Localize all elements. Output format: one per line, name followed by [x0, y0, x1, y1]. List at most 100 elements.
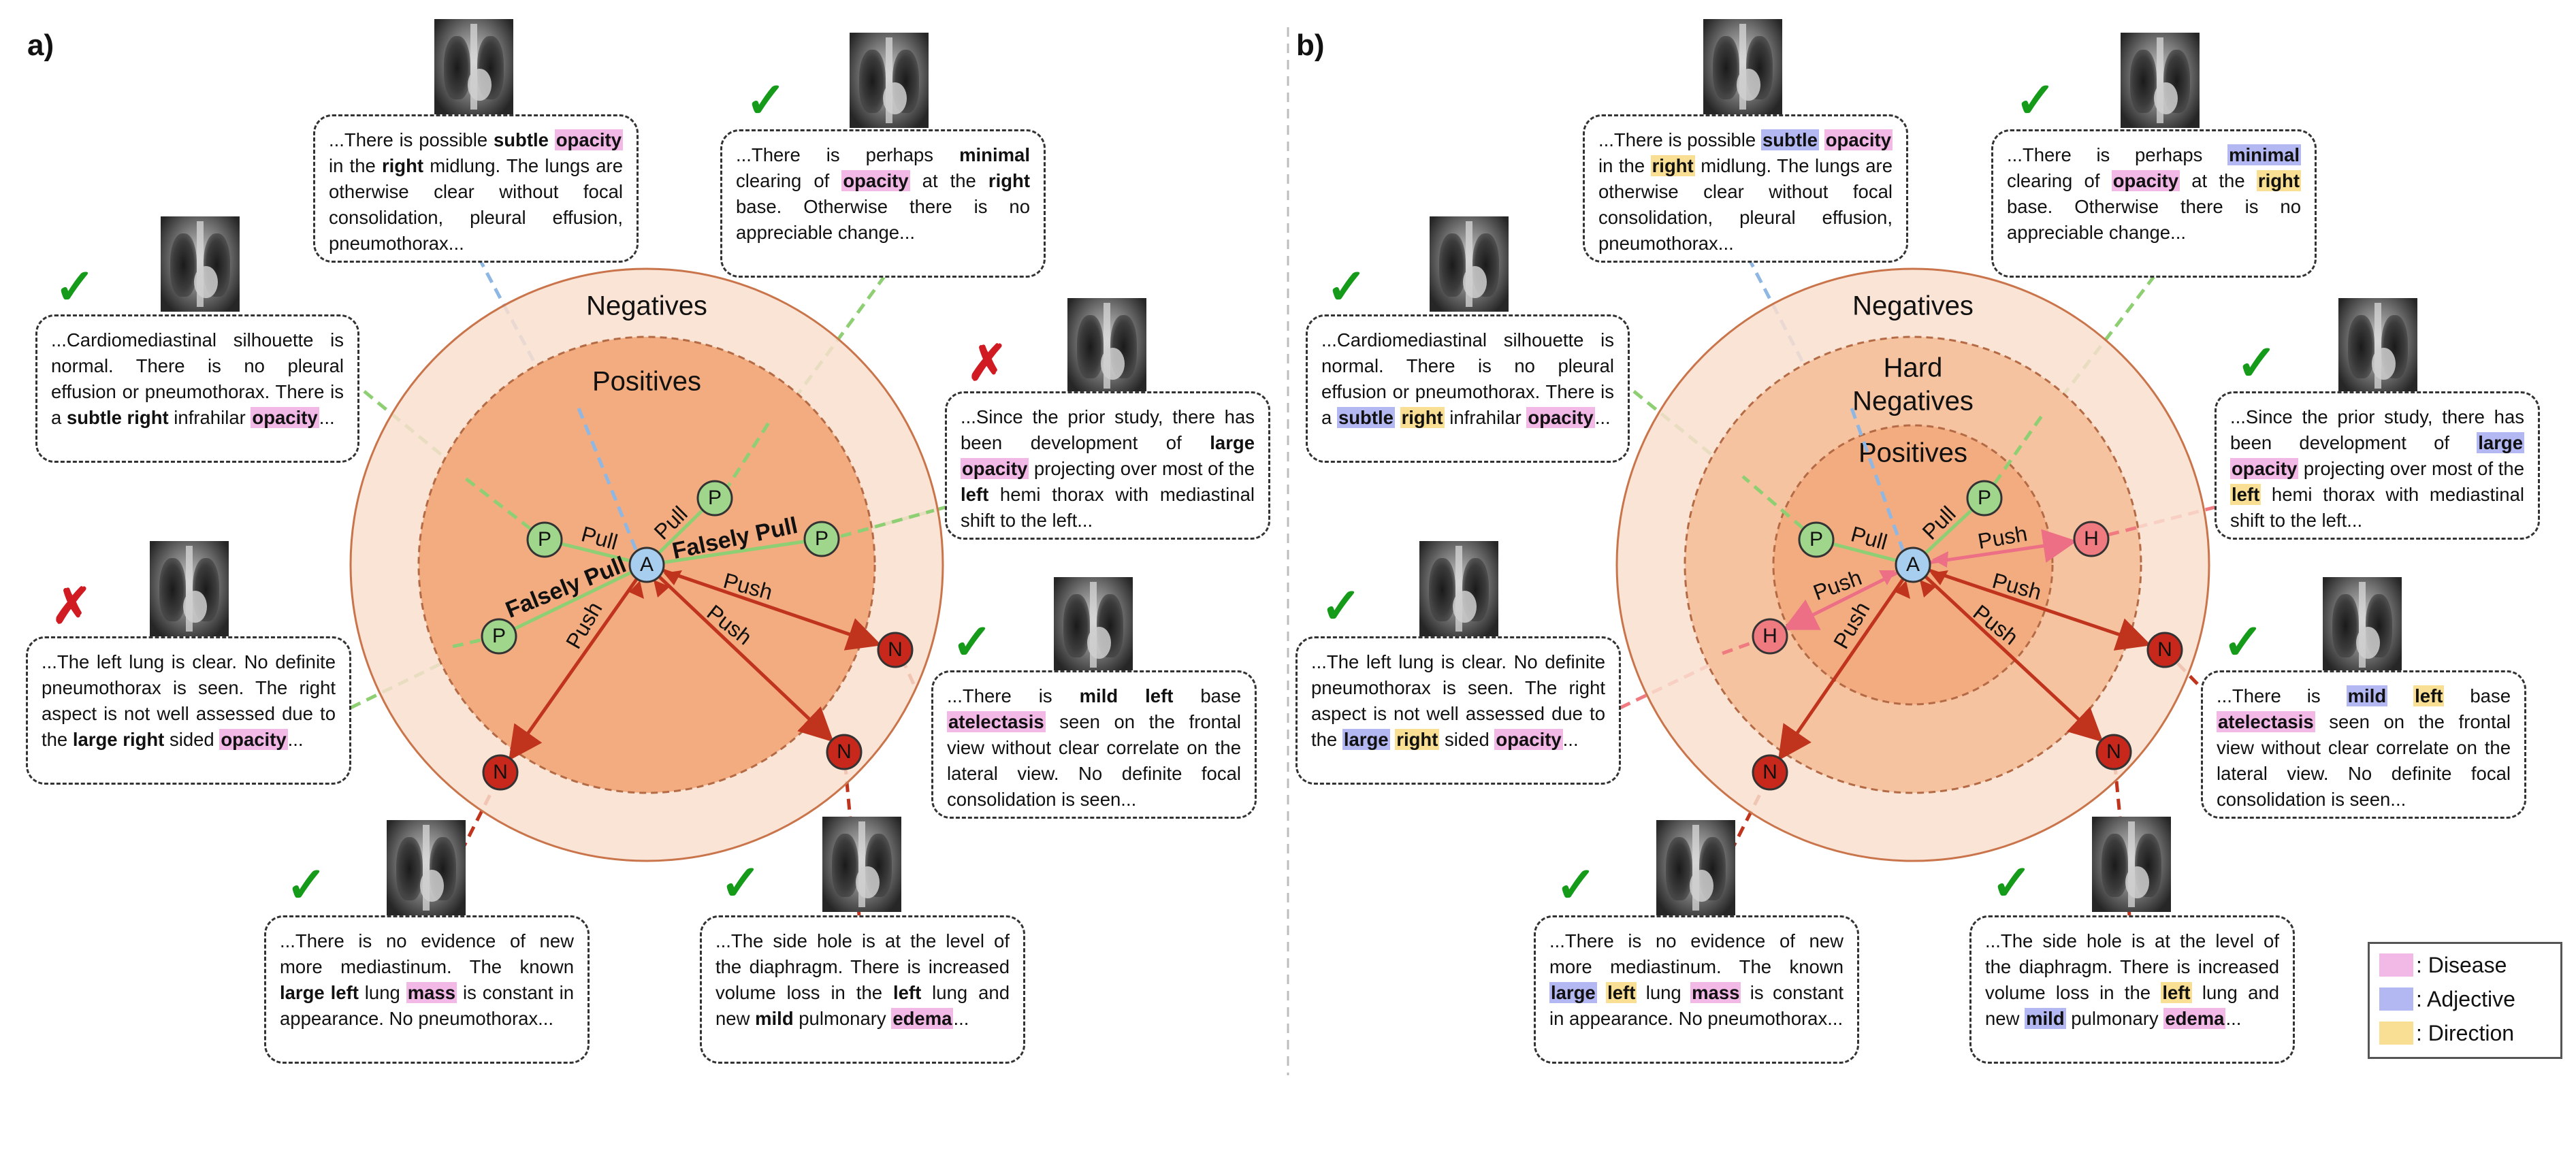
report-box-a5: ...The left lung is clear. No definite p… — [26, 636, 351, 785]
legend-label-adjective: : Adjective — [2416, 987, 2515, 1011]
report-text: at the — [909, 170, 988, 191]
positive-node-label: P — [538, 528, 551, 551]
xray-thumbnail-heart — [855, 866, 880, 899]
xray-thumbnail-lung-l — [1665, 837, 1693, 900]
keyword-disease: opacity — [1494, 729, 1563, 750]
report-box-b2: ...There is perhaps minimal clearing of … — [1991, 129, 2317, 278]
push-arrow — [658, 575, 834, 742]
keyword-adjective: subtle — [1336, 407, 1395, 428]
xray-thumbnail — [1054, 577, 1133, 672]
xray-thumbnail — [150, 541, 229, 636]
xray-thumbnail-lung-l — [2129, 50, 2157, 113]
positive-node-label: P — [492, 625, 506, 647]
report-text: left — [961, 484, 989, 505]
keyword-disease: opacity — [2230, 458, 2299, 479]
report-text: ...Cardiomediastinal silhouette is norma… — [1321, 329, 1614, 428]
report-text: lung — [1637, 982, 1691, 1003]
positive-node-label: P — [1809, 528, 1823, 551]
xray-thumbnail-lung-l — [159, 558, 187, 621]
hard-negative-node-label: H — [2084, 527, 2099, 550]
xray-thumbnail-lung-l — [396, 837, 423, 900]
push-arrow — [1928, 568, 2152, 651]
xray-thumbnail-spine — [1692, 825, 1699, 911]
report-text: right — [381, 155, 424, 176]
report-text: projecting over most of the — [1029, 458, 1255, 479]
report-text: subtle — [493, 129, 549, 150]
negative-node — [2146, 632, 2183, 668]
positive-node — [481, 618, 517, 655]
legend-label-direction: : Direction — [2416, 1021, 2515, 1045]
push-arrow-hard — [1929, 529, 2078, 564]
panel-a-label: a) — [27, 29, 54, 62]
xray-thumbnail-spine — [886, 37, 892, 123]
zone-label-hard-negatives: Negatives — [1852, 387, 1974, 416]
positive-node-label: P — [1978, 487, 1991, 509]
xray-thumbnail — [161, 216, 240, 312]
zone-label-negatives: Negatives — [1852, 291, 1974, 321]
report-text: pulmonary — [2065, 1008, 2164, 1029]
zone-label-positives: Positives — [592, 367, 701, 397]
hard-negative-node-label: H — [1762, 625, 1777, 647]
report-text: ... — [319, 407, 335, 428]
xray-thumbnail-heart — [467, 68, 492, 101]
cross-icon: ✗ — [51, 579, 93, 634]
keyword-adjective: mild — [2025, 1008, 2066, 1029]
negative-node-label: N — [888, 638, 903, 661]
falsely-pull-line — [646, 537, 822, 567]
positive-node — [1966, 480, 2003, 517]
xray-thumbnail-spine — [197, 221, 204, 307]
report-text: ...The left lung is clear. No definite p… — [42, 651, 336, 750]
report-text: ...The side hole is at the level of the … — [715, 930, 1010, 1003]
xray-thumbnail-heart — [1086, 626, 1111, 659]
keyword-direction: right — [2256, 170, 2301, 191]
report-text: hemi thorax with mediastinal shift to th… — [2230, 484, 2524, 531]
report-text — [549, 129, 555, 150]
checkmark-icon: ✓ — [1991, 856, 2033, 911]
push-arrow — [509, 577, 639, 761]
xray-thumbnail-heart — [2355, 626, 2380, 659]
report-text: ...The left lung is clear. No definite p… — [1311, 651, 1605, 750]
keyword-adjective: subtle — [1760, 129, 1819, 150]
xray-thumbnail-lung-l — [831, 834, 859, 897]
checkmark-icon: ✓ — [745, 74, 787, 128]
report-text: ...There is — [947, 685, 1080, 706]
push-arrow — [662, 568, 882, 651]
xray-thumbnail-spine — [1104, 303, 1110, 389]
report-text: in the — [1598, 155, 1651, 176]
xray-thumbnail-heart — [2371, 347, 2396, 380]
negative-node-label: N — [1762, 761, 1777, 783]
report-text: ... — [2225, 1008, 2242, 1029]
report-text — [1597, 982, 1606, 1003]
report-text: seen on the frontal view without clear c… — [2217, 711, 2511, 810]
keyword-disease: edema — [2163, 1008, 2226, 1029]
report-text: ... — [953, 1008, 969, 1029]
keyword-disease: opacity — [841, 170, 910, 191]
negative-node — [482, 754, 519, 791]
positive-node — [803, 521, 840, 557]
connector-line — [1619, 634, 1771, 710]
keyword-direction: right — [1400, 407, 1445, 428]
report-text: hemi thorax with mediastinal shift to th… — [961, 484, 1255, 531]
report-text: ...There is no evidence of new more medi… — [280, 930, 574, 977]
negative-node — [2095, 734, 2132, 770]
report-text — [2387, 685, 2413, 706]
report-box-a2: ...There is perhaps minimal clearing of … — [720, 129, 1046, 278]
report-text: infrahilar — [1444, 407, 1527, 428]
xray-thumbnail-heart — [882, 82, 907, 115]
xray-thumbnail-lung-l — [1428, 558, 1456, 621]
keyword-direction: left — [1606, 982, 1637, 1003]
report-box-a7: ...There is no evidence of new more medi… — [264, 915, 590, 1064]
xray-thumbnail-lung-l — [1438, 233, 1466, 297]
report-text: ...There is possible — [329, 129, 494, 150]
report-text: clearing of — [736, 170, 842, 191]
xray-thumbnail-heart — [1736, 68, 1760, 101]
keyword-direction: right — [1395, 729, 1440, 750]
push-arrow — [1777, 578, 1905, 761]
xray-thumbnail-lung-l — [170, 233, 197, 297]
report-text: ...There is no evidence of new more medi… — [1549, 930, 1844, 977]
push-arrowhead — [629, 581, 644, 599]
report-box-b8: ...The side hole is at the level of the … — [1969, 915, 2295, 1064]
report-text: infrahilar — [168, 407, 251, 428]
report-text: lung — [358, 982, 406, 1003]
